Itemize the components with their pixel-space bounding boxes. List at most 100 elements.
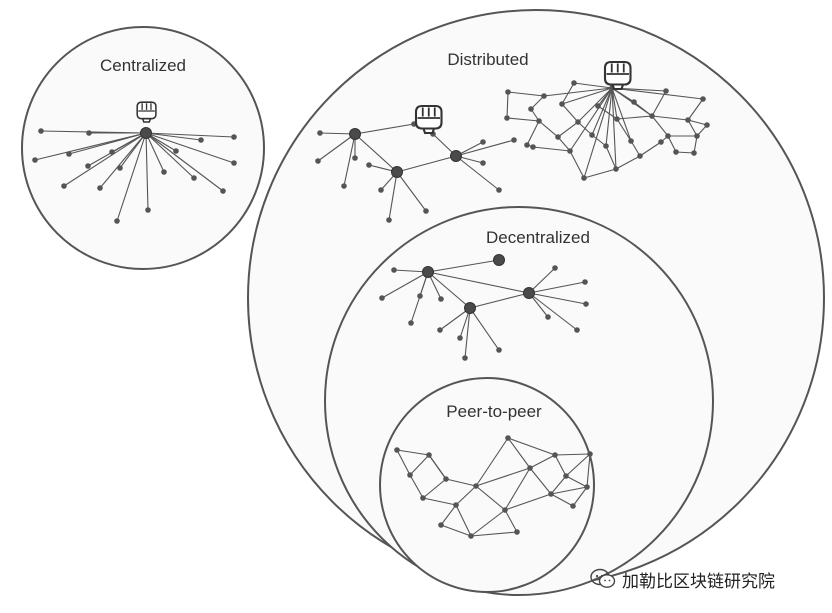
network-edge — [639, 141, 662, 157]
network-edge — [396, 449, 411, 476]
network-node — [524, 142, 530, 148]
network-edge — [455, 155, 500, 191]
network-edge — [145, 132, 149, 211]
network-edge — [605, 145, 617, 170]
network-node — [231, 134, 237, 140]
network-node — [552, 452, 558, 458]
network-edge — [469, 307, 500, 351]
network-edge — [396, 449, 430, 456]
network-edge — [475, 467, 531, 487]
network-edge — [439, 307, 471, 331]
network-node — [423, 208, 429, 214]
network-edge — [507, 437, 556, 456]
network-edge — [145, 132, 224, 192]
network-node — [631, 99, 637, 105]
network-edge — [317, 133, 356, 162]
distributed-network-right — [504, 80, 710, 181]
network-edge — [615, 155, 641, 170]
network-node — [530, 144, 536, 150]
network-node — [700, 96, 706, 102]
network-edge — [427, 271, 530, 294]
network-node — [97, 185, 103, 191]
network-edge — [550, 493, 574, 507]
network-edge — [528, 292, 578, 331]
network-node — [502, 507, 508, 513]
network-edge — [396, 171, 427, 212]
network-edge — [577, 87, 613, 123]
network-edge — [557, 121, 579, 138]
network-node — [352, 155, 358, 161]
label-decentralized: Decentralized — [486, 228, 590, 247]
fist-icons — [136, 60, 632, 135]
network-edge — [550, 475, 567, 495]
network-edge — [396, 155, 457, 173]
network-edge — [504, 467, 531, 511]
centralized-circle — [21, 26, 265, 270]
network-node — [511, 137, 517, 143]
network-edge — [440, 524, 472, 537]
network-node — [704, 122, 710, 128]
network-node — [420, 495, 426, 501]
network-edge — [561, 103, 579, 123]
network-edge — [565, 475, 588, 488]
network-edge — [528, 292, 587, 305]
decentralized-network — [379, 254, 589, 361]
network-node — [407, 472, 413, 478]
label-distributed: Distributed — [447, 50, 528, 69]
network-edge — [529, 467, 552, 495]
network-node — [443, 476, 449, 482]
network-node — [665, 133, 671, 139]
network-node — [614, 116, 620, 122]
network-node — [408, 320, 414, 326]
network-edge — [145, 132, 235, 164]
network-edge — [557, 136, 571, 152]
network-node — [658, 139, 664, 145]
fist-icon — [603, 60, 632, 91]
network-edge — [388, 171, 398, 221]
network-node — [613, 166, 619, 172]
peer-to-peer-circle — [379, 377, 595, 593]
network-edge — [561, 87, 613, 105]
network-edge — [422, 497, 457, 506]
network-edge — [577, 121, 593, 136]
network-edge — [528, 281, 586, 294]
network-edge — [532, 146, 571, 152]
network-edge — [572, 486, 588, 507]
network-node — [315, 158, 321, 164]
network-node — [628, 138, 634, 144]
network-node — [366, 162, 372, 168]
network-edge — [475, 437, 509, 487]
network-edge — [445, 478, 477, 487]
network-node — [437, 327, 443, 333]
network-node — [394, 447, 400, 453]
network-node — [378, 187, 384, 193]
network-edge — [381, 271, 429, 299]
network-edge — [611, 87, 618, 120]
network-node — [575, 119, 581, 125]
network-node — [61, 183, 67, 189]
network-node — [555, 134, 561, 140]
network-edge — [651, 90, 667, 117]
network-edge — [597, 105, 618, 120]
network-node — [386, 217, 392, 223]
network-node — [220, 188, 226, 194]
network-edge — [616, 115, 653, 120]
network-node — [85, 163, 91, 169]
network-edge — [427, 271, 471, 309]
network-node — [685, 117, 691, 123]
network-node — [595, 103, 601, 109]
network-edge — [475, 485, 506, 511]
network-node — [161, 169, 167, 175]
network-node — [426, 452, 432, 458]
network-node — [438, 522, 444, 528]
network-edge — [145, 132, 235, 138]
network-node — [527, 465, 533, 471]
network-edge — [561, 82, 575, 105]
network-edge — [455, 485, 477, 506]
fist-icon — [414, 104, 443, 135]
network-edge — [470, 531, 518, 537]
network-edge — [507, 91, 545, 97]
network-node — [231, 160, 237, 166]
network-edge — [573, 82, 613, 89]
